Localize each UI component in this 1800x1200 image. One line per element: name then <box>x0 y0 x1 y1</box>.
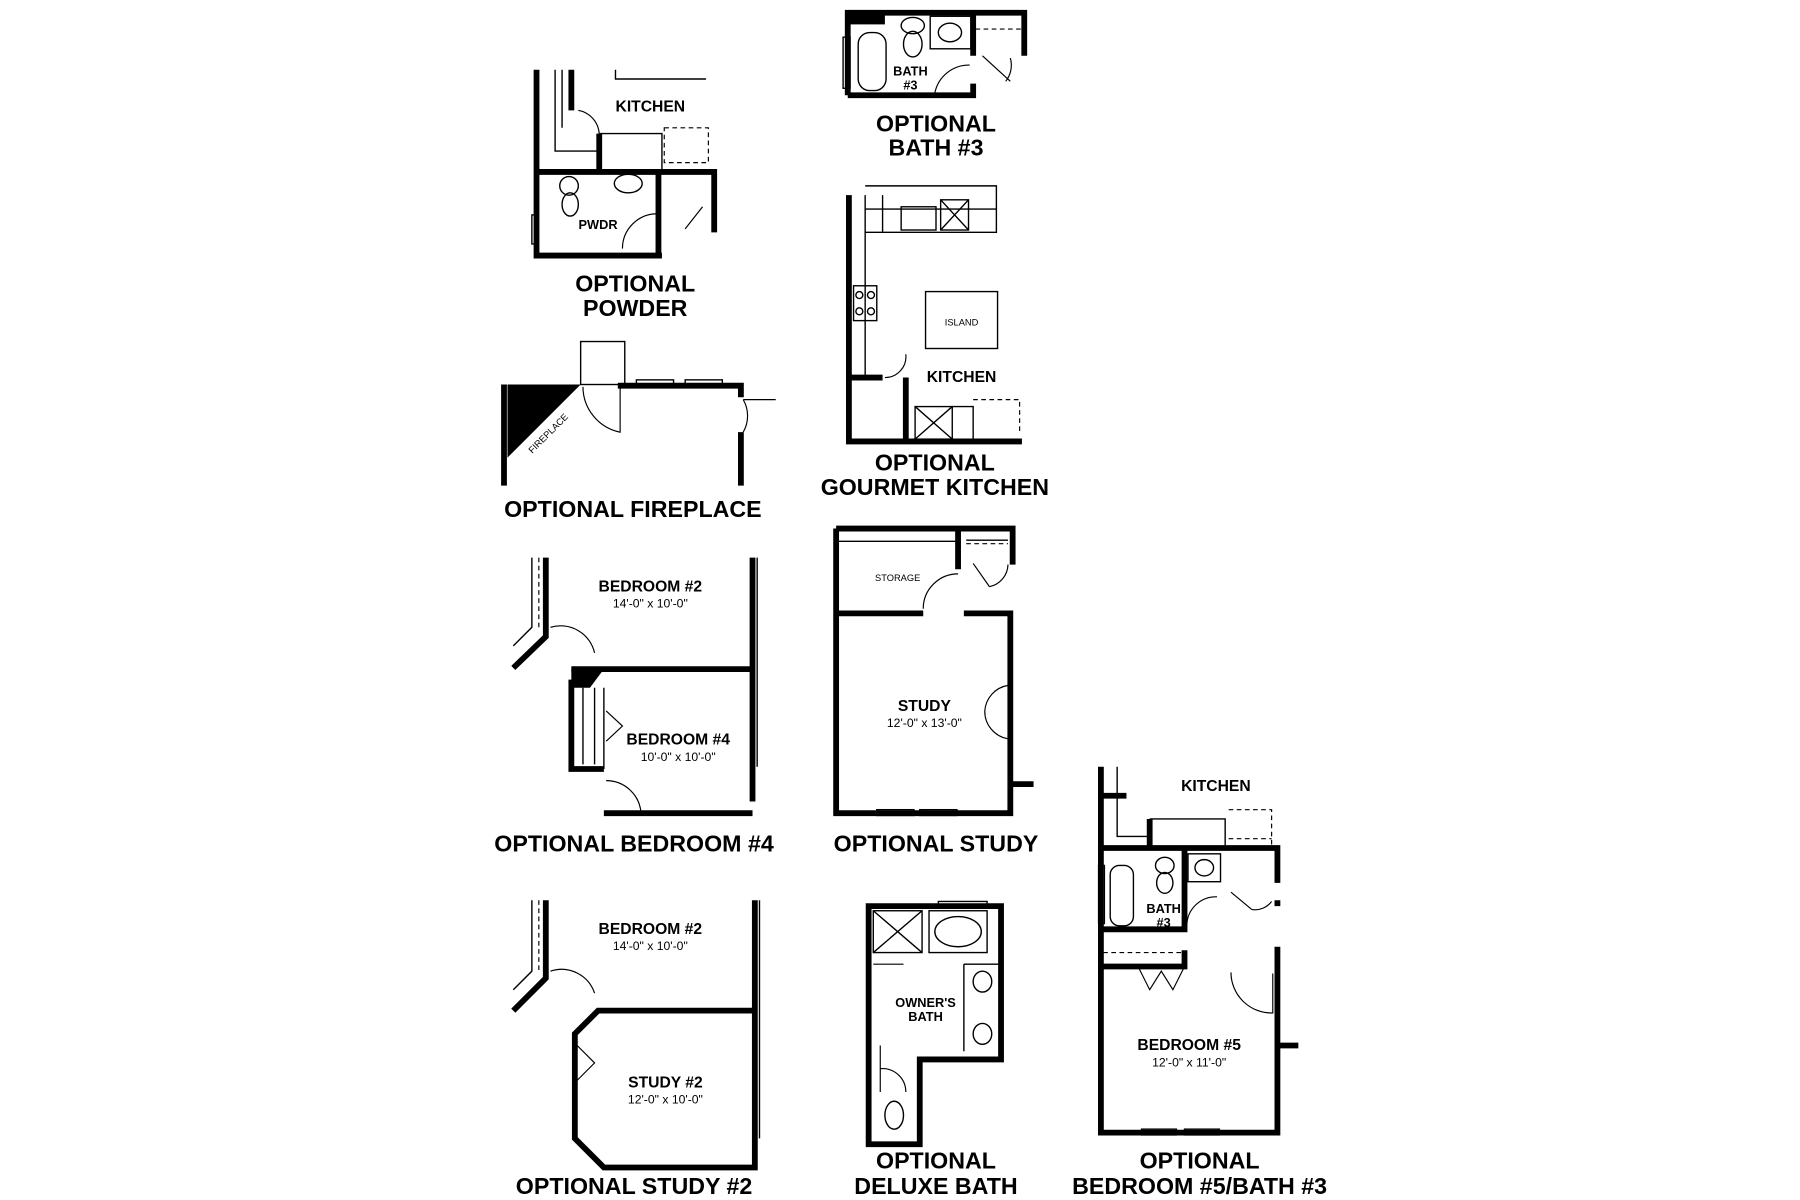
room-dims: 14'-0" x 10'-0" <box>613 939 688 953</box>
room-dims: 10'-0" x 10'-0" <box>641 750 716 764</box>
optional-study-plan: STORAGE STUDY 12'-0" x 13'-0" OPTIONAL S… <box>833 525 1039 857</box>
kitchen-label: KITCHEN <box>616 99 686 116</box>
plan-title: BEDROOM #5/BATH #3 <box>1072 1173 1327 1199</box>
optional-bedroom5-bath3-plan: KITCHEN BATH #3 BEDROOM #5 12'-0" x 11'-… <box>1072 766 1327 1199</box>
room-label: STUDY #2 <box>628 1074 703 1091</box>
optional-gourmet-kitchen-plan: ISLAND KITCHEN OPTIONAL GOURMET KITCHEN <box>821 185 1049 500</box>
room-label: BEDROOM #4 <box>626 732 730 749</box>
plan-title: DELUXE BATH <box>854 1173 1017 1199</box>
optional-powder-plan: KITCHEN PWDR OPTIONAL POWDER <box>531 69 718 321</box>
room-label: OWNER'S <box>895 995 956 1010</box>
room-label: BEDROOM #2 <box>599 578 703 595</box>
bath-number-label: #3 <box>903 77 917 92</box>
optional-study2-plan: BEDROOM #2 14'-0" x 10'-0" STUDY #2 12'-… <box>511 900 761 1199</box>
room-dims: 12'-0" x 10'-0" <box>628 1093 703 1107</box>
kitchen-label: KITCHEN <box>927 369 997 386</box>
room-label: BATH <box>908 1009 943 1024</box>
pwdr-label: PWDR <box>579 217 618 232</box>
storage-label: STORAGE <box>875 573 920 583</box>
plan-title: OPTIONAL <box>876 110 996 136</box>
optional-fireplace-plan: FIREPLACE OPTIONAL FIREPLACE <box>501 340 776 522</box>
fireplace-icon <box>501 384 581 458</box>
optional-bedroom4-plan: BEDROOM #2 14'-0" x 10'-0" BEDROOM #4 10… <box>494 557 774 857</box>
room-label: BEDROOM #2 <box>599 921 703 938</box>
kitchen-label: KITCHEN <box>1181 778 1251 795</box>
plan-title: BATH #3 <box>888 135 983 161</box>
room-dims: 14'-0" x 10'-0" <box>613 597 688 611</box>
room-dims: 12'-0" x 11'-0" <box>1152 1055 1226 1069</box>
plan-title: POWDER <box>583 295 688 321</box>
plan-title: OPTIONAL <box>1140 1148 1260 1174</box>
plan-title: OPTIONAL BEDROOM #4 <box>494 830 774 856</box>
room-dims: 12'-0" x 13'-0" <box>887 716 962 730</box>
optional-deluxe-bath-plan: OWNER'S BATH OPTIONAL DELUXE BATH <box>854 900 1018 1199</box>
island-label: ISLAND <box>945 317 979 327</box>
bath-label: BATH <box>893 64 928 79</box>
plan-title: GOURMET KITCHEN <box>821 474 1049 500</box>
room-label: BEDROOM #5 <box>1137 1037 1241 1054</box>
plan-title: OPTIONAL <box>876 1148 996 1174</box>
bath-label: BATH <box>1146 901 1181 916</box>
plan-title: OPTIONAL STUDY <box>834 830 1039 856</box>
bath-number-label: #3 <box>1157 915 1171 930</box>
plan-title: OPTIONAL <box>875 449 995 475</box>
optional-bath3-plan: BATH #3 OPTIONAL BATH #3 <box>842 9 1028 161</box>
plan-title: OPTIONAL STUDY #2 <box>516 1173 753 1199</box>
room-label: STUDY <box>898 698 952 715</box>
plan-title: OPTIONAL <box>575 271 695 297</box>
plan-title: OPTIONAL FIREPLACE <box>504 496 762 522</box>
